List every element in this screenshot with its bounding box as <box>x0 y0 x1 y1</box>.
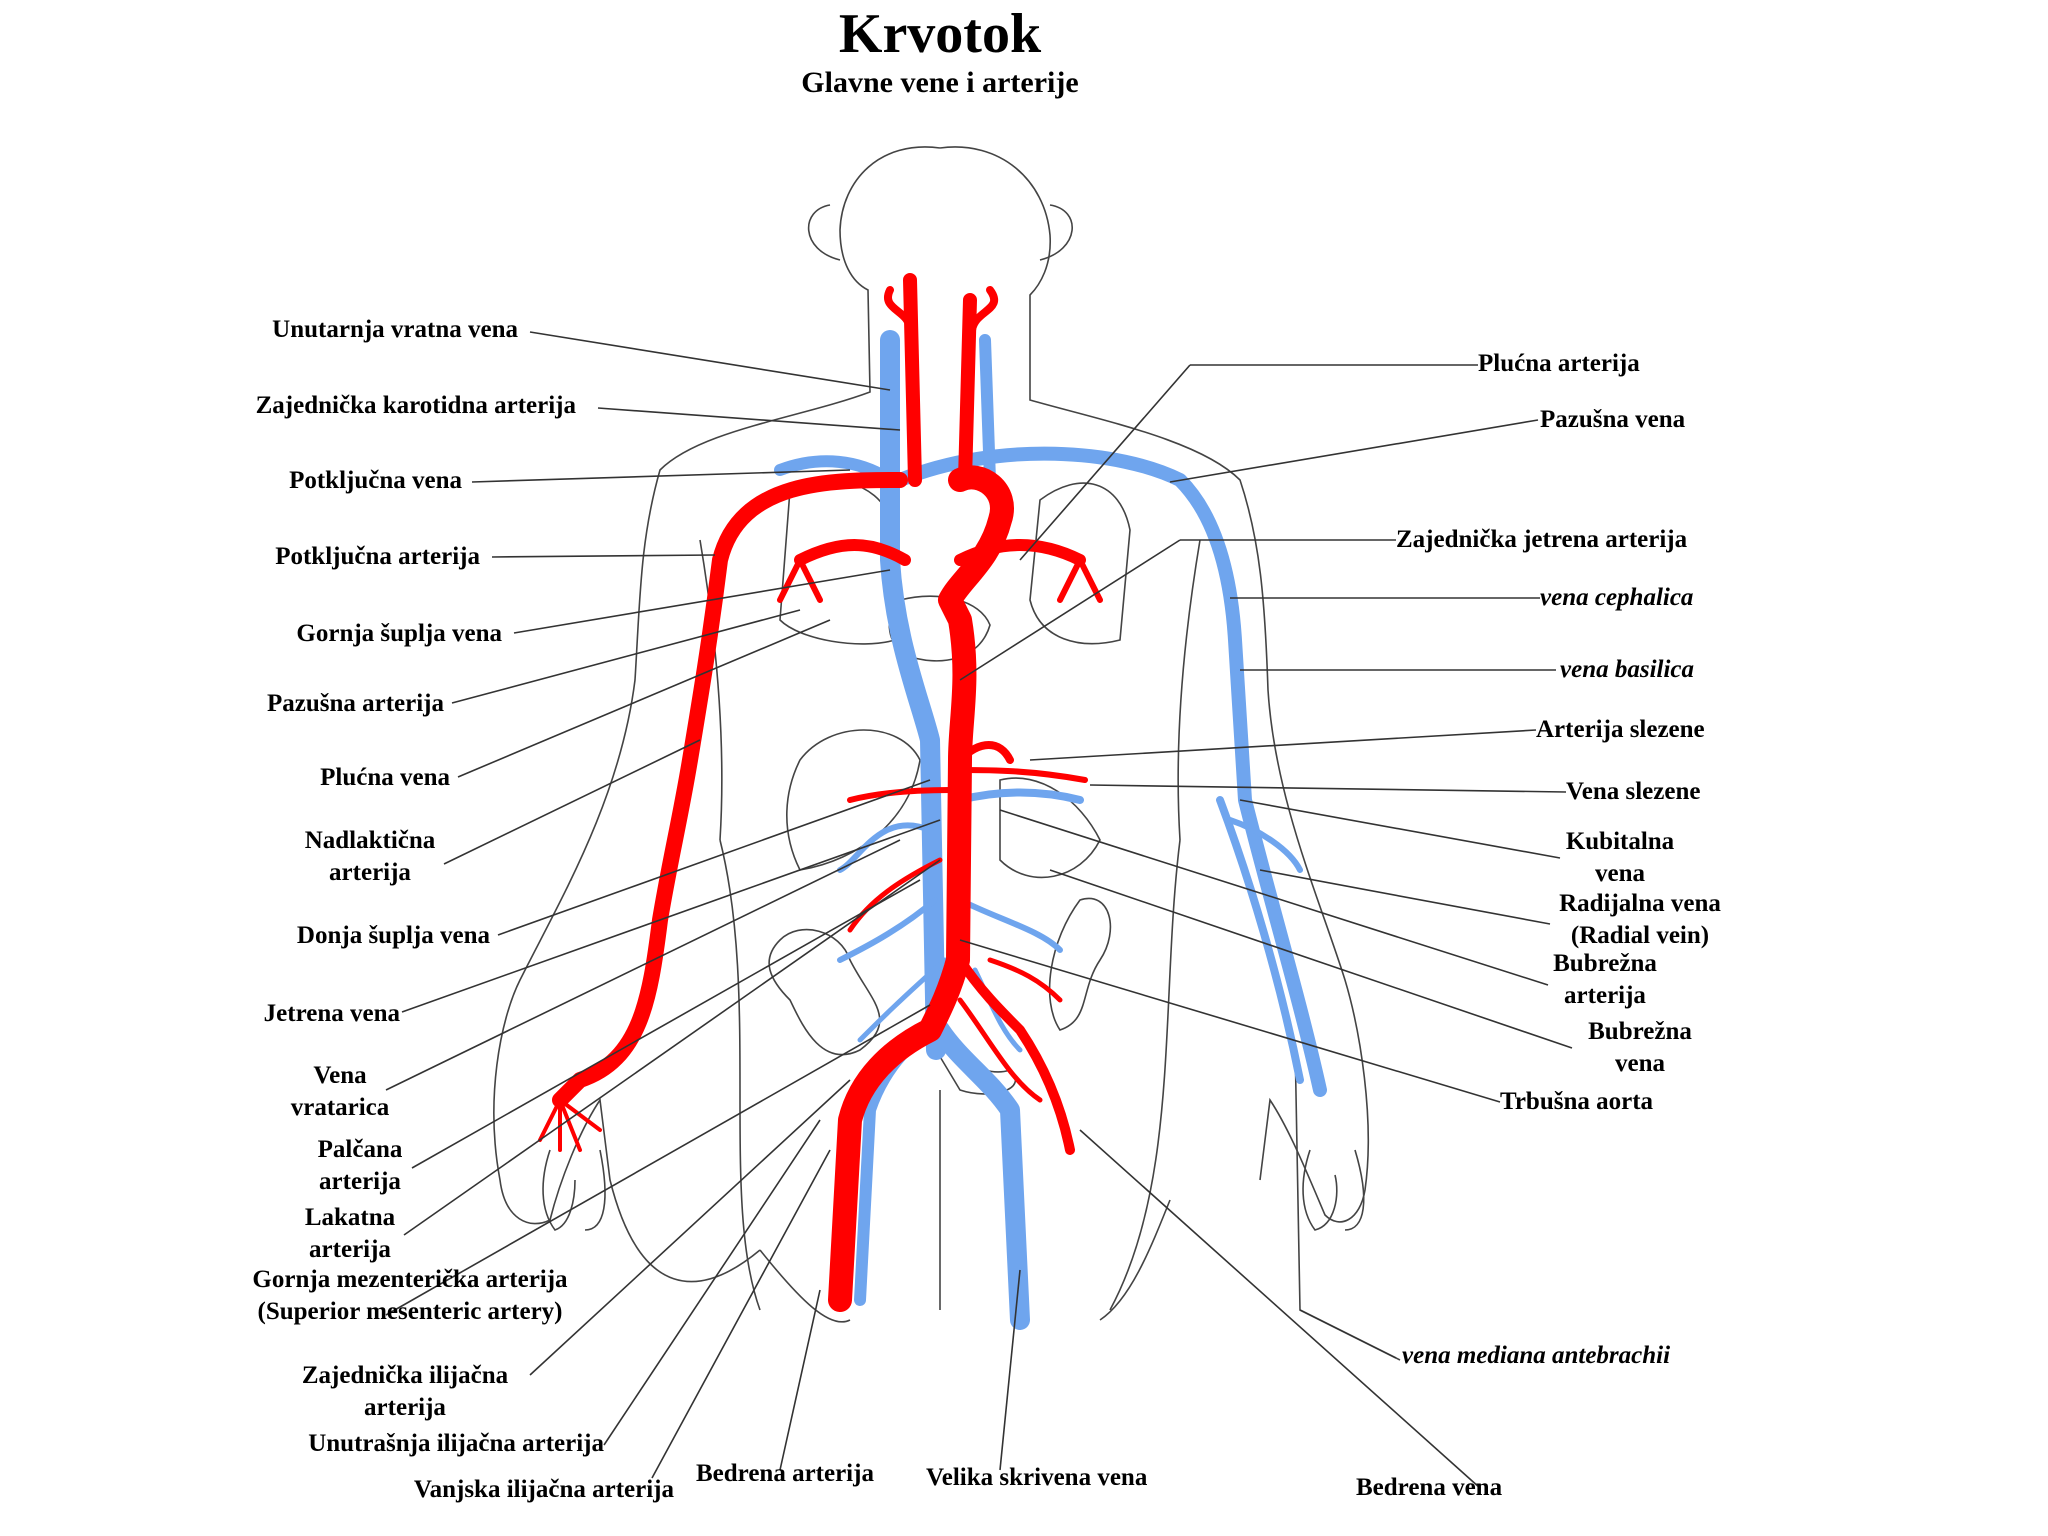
label-kubitalna-vena: Kubitalna vena <box>1565 828 1675 887</box>
label-jetrena-vena: Jetrena vena <box>263 1000 400 1027</box>
label-palcana-arterija: Palčana arterija <box>317 1136 403 1195</box>
veins <box>774 330 1327 1330</box>
label-zajednicka-jetrena-arterija: Zajednička jetrena arterija <box>1396 526 1688 553</box>
label-velika-skrivena-vena: Velika skrivena vena <box>926 1464 1148 1491</box>
label-potkljucna-vena: Potključna vena <box>289 467 462 494</box>
label-vena-vratarica: Vena vratarica <box>290 1062 390 1121</box>
label-vena-mediana-antebrachii: vena mediana antebrachii <box>1402 1342 1671 1369</box>
label-lakatna-arterija: Lakatna arterija <box>304 1204 396 1263</box>
label-vanjska-ilijacna-arterija: Vanjska ilijačna arterija <box>413 1476 674 1503</box>
label-vena-slezene: Vena slezene <box>1566 778 1701 805</box>
arteries <box>538 273 1103 1312</box>
label-vena-cephalica: vena cephalica <box>1540 584 1694 611</box>
label-pazusna-vena: Pazušna vena <box>1540 406 1686 433</box>
label-nadlakticna-arterija: Nadlaktična arterija <box>304 827 436 886</box>
body-outline <box>493 146 1401 1361</box>
label-pazusna-arterija: Pazušna arterija <box>266 690 444 717</box>
diagram-subtitle: Glavne vene i arterije <box>801 66 1079 99</box>
leader-lines <box>385 331 1573 1489</box>
label-radijalna-vena: Radijalna vena (Radial vein) <box>1559 890 1721 949</box>
label-bedrena-arterija: Bedrena arterija <box>696 1460 874 1487</box>
label-zajednicka-ilijacna-arterija: Zajednička ilijačna arterija <box>301 1362 509 1421</box>
label-bedrena-vena: Bedrena vena <box>1356 1474 1503 1501</box>
label-arterija-slezene: Arterija slezene <box>1536 716 1705 743</box>
label-zajednicka-karotidna-arterija: Zajednička karotidna arterija <box>255 392 576 419</box>
label-vena-basilica: vena basilica <box>1560 656 1695 683</box>
label-trbusna-aorta: Trbušna aorta <box>1500 1088 1654 1115</box>
label-bubrezna-arterija: Bubrežna arterija <box>1553 950 1657 1009</box>
label-plucna-vena: Plućna vena <box>320 764 450 791</box>
label-gornja-suplja-vena: Gornja šuplja vena <box>296 620 502 647</box>
label-plucna-arterija: Plućna arterija <box>1478 350 1640 377</box>
label-gornja-mezentericka-arterija: Gornja mezenterička arterija (Superior m… <box>252 1266 568 1325</box>
diagram-title: Krvotok <box>838 3 1042 65</box>
label-unutarnja-vratna-vena: Unutarnja vratna vena <box>272 316 518 343</box>
label-bubrezna-vena: Bubrežna vena <box>1588 1018 1692 1077</box>
label-unutrasnja-ilijacna-arterija: Unutrašnja ilijačna arterija <box>308 1430 604 1457</box>
label-donja-suplja-vena: Donja šuplja vena <box>296 922 490 949</box>
label-potkljucna-arterija: Potključna arterija <box>275 543 480 570</box>
